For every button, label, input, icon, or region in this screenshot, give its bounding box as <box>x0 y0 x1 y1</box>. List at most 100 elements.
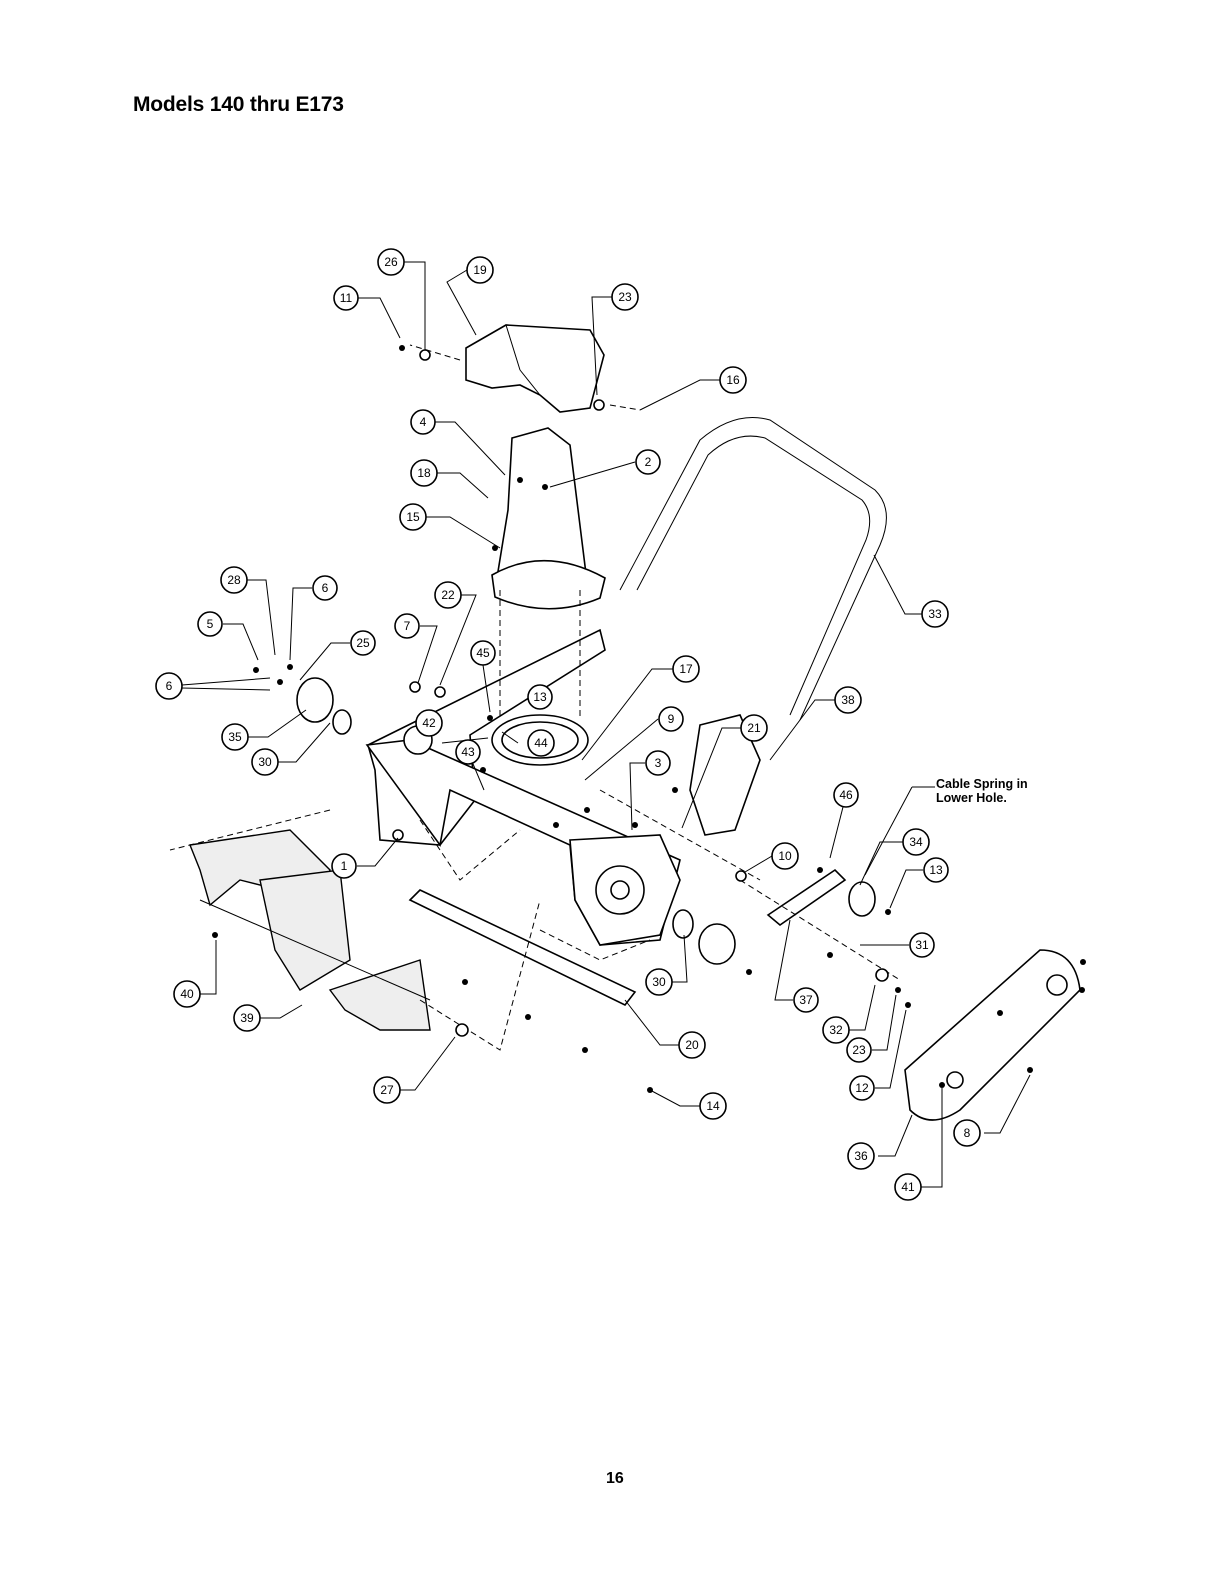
callout-21: 21 <box>741 715 767 741</box>
callout-23-lower: 23 <box>847 1038 871 1062</box>
callout-33: 33 <box>922 601 948 627</box>
callout-7: 7 <box>395 614 419 638</box>
callout-30-left: 30 <box>252 749 278 775</box>
svg-text:23: 23 <box>852 1043 866 1057</box>
callout-34: 34 <box>903 829 929 855</box>
callout-43: 43 <box>456 740 480 764</box>
callout-11: 11 <box>334 286 358 310</box>
callout-8: 8 <box>954 1120 980 1146</box>
idler-pulley <box>849 882 875 916</box>
svg-text:35: 35 <box>228 730 242 744</box>
svg-text:2: 2 <box>645 455 652 469</box>
callout-13-housing: 13 <box>528 685 552 709</box>
callout-13-right: 13 <box>924 858 948 882</box>
belt-cover <box>905 950 1080 1120</box>
note-line-2: Lower Hole. <box>936 791 1028 805</box>
bearing-left <box>297 678 351 734</box>
svg-text:40: 40 <box>180 987 194 1001</box>
callout-18: 18 <box>411 460 437 486</box>
callout-14: 14 <box>700 1093 726 1119</box>
svg-text:38: 38 <box>841 693 855 707</box>
svg-text:39: 39 <box>240 1011 254 1025</box>
svg-text:7: 7 <box>404 619 411 633</box>
svg-text:41: 41 <box>901 1180 915 1194</box>
svg-text:12: 12 <box>855 1081 869 1095</box>
callout-37: 37 <box>794 988 818 1012</box>
callout-41: 41 <box>895 1174 921 1200</box>
auger <box>190 830 430 1030</box>
svg-text:6: 6 <box>322 581 329 595</box>
callout-15: 15 <box>400 504 426 530</box>
svg-text:37: 37 <box>799 993 813 1007</box>
svg-text:27: 27 <box>380 1083 394 1097</box>
callout-10: 10 <box>772 843 798 869</box>
callout-19: 19 <box>467 257 493 283</box>
svg-text:31: 31 <box>915 938 929 952</box>
svg-text:26: 26 <box>384 255 398 269</box>
callout-45: 45 <box>471 641 495 665</box>
callout-44: 44 <box>528 730 554 756</box>
svg-text:9: 9 <box>668 712 675 726</box>
callout-22: 22 <box>435 582 461 608</box>
callout-1: 1 <box>332 854 356 878</box>
svg-text:45: 45 <box>476 646 490 660</box>
svg-text:15: 15 <box>406 510 420 524</box>
callout-3: 3 <box>646 751 670 775</box>
svg-text:43: 43 <box>461 745 475 759</box>
svg-text:14: 14 <box>706 1099 720 1113</box>
svg-text:42: 42 <box>422 716 436 730</box>
callout-2: 2 <box>636 450 660 474</box>
svg-text:4: 4 <box>420 415 427 429</box>
svg-text:10: 10 <box>778 849 792 863</box>
callout-4: 4 <box>411 410 435 434</box>
callout-20: 20 <box>679 1032 705 1058</box>
callout-23: 23 <box>612 284 638 310</box>
svg-text:30: 30 <box>652 975 666 989</box>
callout-32: 32 <box>823 1017 849 1043</box>
svg-text:16: 16 <box>726 373 740 387</box>
callout-12: 12 <box>850 1076 874 1100</box>
bearing-right <box>673 910 735 964</box>
callout-38: 38 <box>835 687 861 713</box>
callout-17: 17 <box>673 656 699 682</box>
svg-text:30: 30 <box>258 755 272 769</box>
callout-36: 36 <box>848 1143 874 1169</box>
svg-text:23: 23 <box>618 290 632 304</box>
callout-39: 39 <box>234 1005 260 1031</box>
svg-text:13: 13 <box>533 690 547 704</box>
svg-text:22: 22 <box>441 588 455 602</box>
svg-text:19: 19 <box>473 263 487 277</box>
callout-42: 42 <box>416 710 442 736</box>
page-number: 16 <box>606 1470 624 1488</box>
svg-text:8: 8 <box>964 1126 971 1140</box>
callout-5: 5 <box>198 612 222 636</box>
callout-28: 28 <box>221 567 247 593</box>
callout-35: 35 <box>222 724 248 750</box>
svg-text:17: 17 <box>679 662 693 676</box>
svg-text:18: 18 <box>417 466 431 480</box>
idler-bracket <box>768 870 845 925</box>
svg-text:5: 5 <box>207 617 214 631</box>
svg-text:13: 13 <box>929 863 943 877</box>
callout-26: 26 <box>378 249 404 275</box>
leader-lines <box>182 262 1030 1187</box>
callout-16: 16 <box>720 367 746 393</box>
svg-text:44: 44 <box>534 736 548 750</box>
svg-text:28: 28 <box>227 573 241 587</box>
note-line-1: Cable Spring in <box>936 777 1028 791</box>
svg-text:25: 25 <box>356 636 370 650</box>
svg-text:11: 11 <box>340 291 353 305</box>
callout-30-right: 30 <box>646 969 672 995</box>
svg-text:3: 3 <box>655 756 662 770</box>
svg-text:36: 36 <box>854 1149 868 1163</box>
svg-text:6: 6 <box>166 679 173 693</box>
svg-text:32: 32 <box>829 1023 843 1037</box>
callout-6-left: 6 <box>156 673 182 699</box>
callout-9: 9 <box>659 707 683 731</box>
svg-text:46: 46 <box>839 788 853 802</box>
callout-40: 40 <box>174 981 200 1007</box>
svg-text:20: 20 <box>685 1038 699 1052</box>
callout-46: 46 <box>834 783 858 807</box>
callout-6-top: 6 <box>313 576 337 600</box>
